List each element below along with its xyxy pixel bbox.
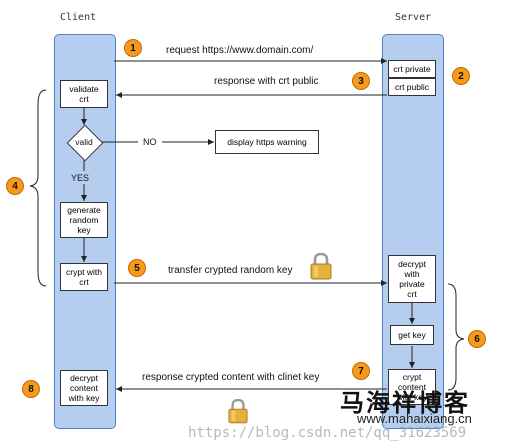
lock-icon [310,252,332,280]
server-brace [447,283,465,391]
step-badge-2: 2 [452,67,470,85]
watermark-url: https://blog.csdn.net/qq_31623569 [188,425,467,441]
crt-private-box: crt private [388,60,436,78]
step-badge-6: 6 [468,330,486,348]
yes-label: YES [71,173,90,183]
message-transfer-key: transfer crypted random key [168,265,293,276]
client-title: Client [60,12,97,23]
crypt-content-box: crypt content with key [388,369,436,405]
step-badge-1: 1 [124,39,142,57]
valid-label: valid [75,137,93,147]
step-badge-8: 8 [22,380,40,398]
no-label: NO [143,137,157,147]
brand-url: www.mahaixiang.cn [357,411,472,426]
step-badge-4: 4 [6,177,24,195]
message-response-content: response crypted content with clinet key [142,372,320,383]
message-response-crt: response with crt public [214,76,319,87]
server-title: Server [395,12,432,23]
step-badge-5: 5 [128,259,146,277]
crypt-with-crt-box: crypt with crt [60,263,108,291]
decrypt-private-box: decrypt with private crt [388,255,436,303]
lock-icon [228,398,248,424]
message-request: request https://www.domain.com/ [166,45,314,56]
decrypt-with-key-box: decrypt content with key [60,370,108,406]
client-brace [29,89,47,287]
display-warning-box: display https warning [215,130,319,154]
brand-name: 马海祥博客 [340,388,470,417]
get-key-box: get key [390,325,434,345]
step-badge-3: 3 [352,72,370,90]
crt-public-box: crt public [388,78,436,96]
generate-key-box: generate random key [60,202,108,238]
step-badge-7: 7 [352,362,370,380]
validate-crt-box: validate crt [60,80,108,108]
